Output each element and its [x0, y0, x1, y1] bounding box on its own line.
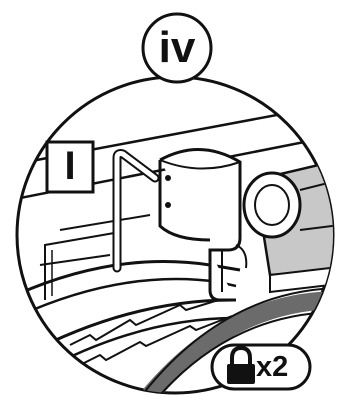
step-number: iv — [139, 18, 215, 78]
tool-label: I — [47, 140, 93, 192]
quantity-label: x2 — [256, 350, 304, 384]
